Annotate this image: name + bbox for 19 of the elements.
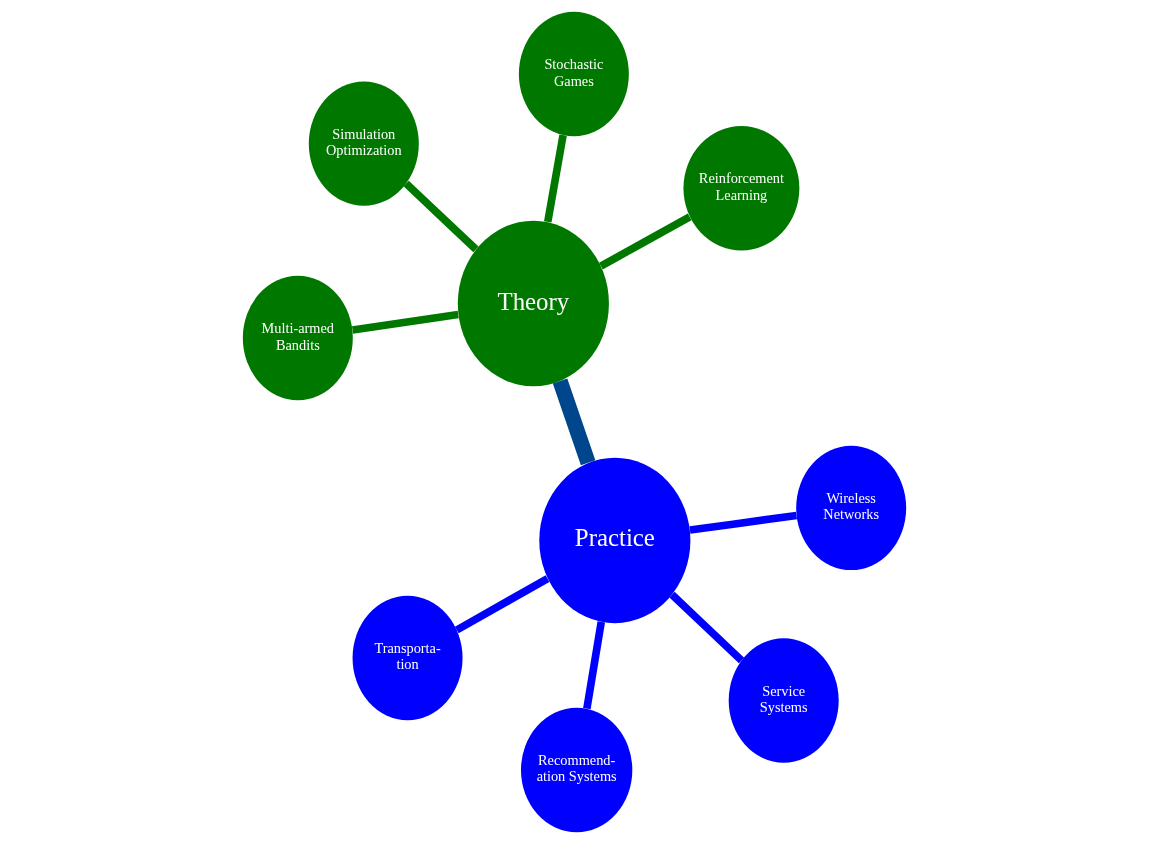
connector [689,511,798,534]
connector [669,591,745,664]
connector [351,310,459,334]
connector [403,180,479,253]
node-circle: Practice [539,457,691,624]
connector [552,378,596,466]
node-ellipse: Transporta- tion [352,595,463,721]
node-ellipse: Simulation Optimization [308,81,419,206]
connector [583,621,606,710]
connector [599,213,692,270]
connector [454,575,550,634]
node-ellipse: Multi-armed Bandits [242,275,353,401]
node-ellipse: Wireless Networks [796,445,907,571]
node-circle: Theory [457,220,609,387]
node-ellipse: Service Systems [728,638,839,763]
node-ellipse: Recommend- ation Systems [520,707,633,833]
node-ellipse: Stochastic Games [518,11,629,137]
node-circle: Reinforcement Learning [683,126,800,251]
connector [544,134,567,223]
